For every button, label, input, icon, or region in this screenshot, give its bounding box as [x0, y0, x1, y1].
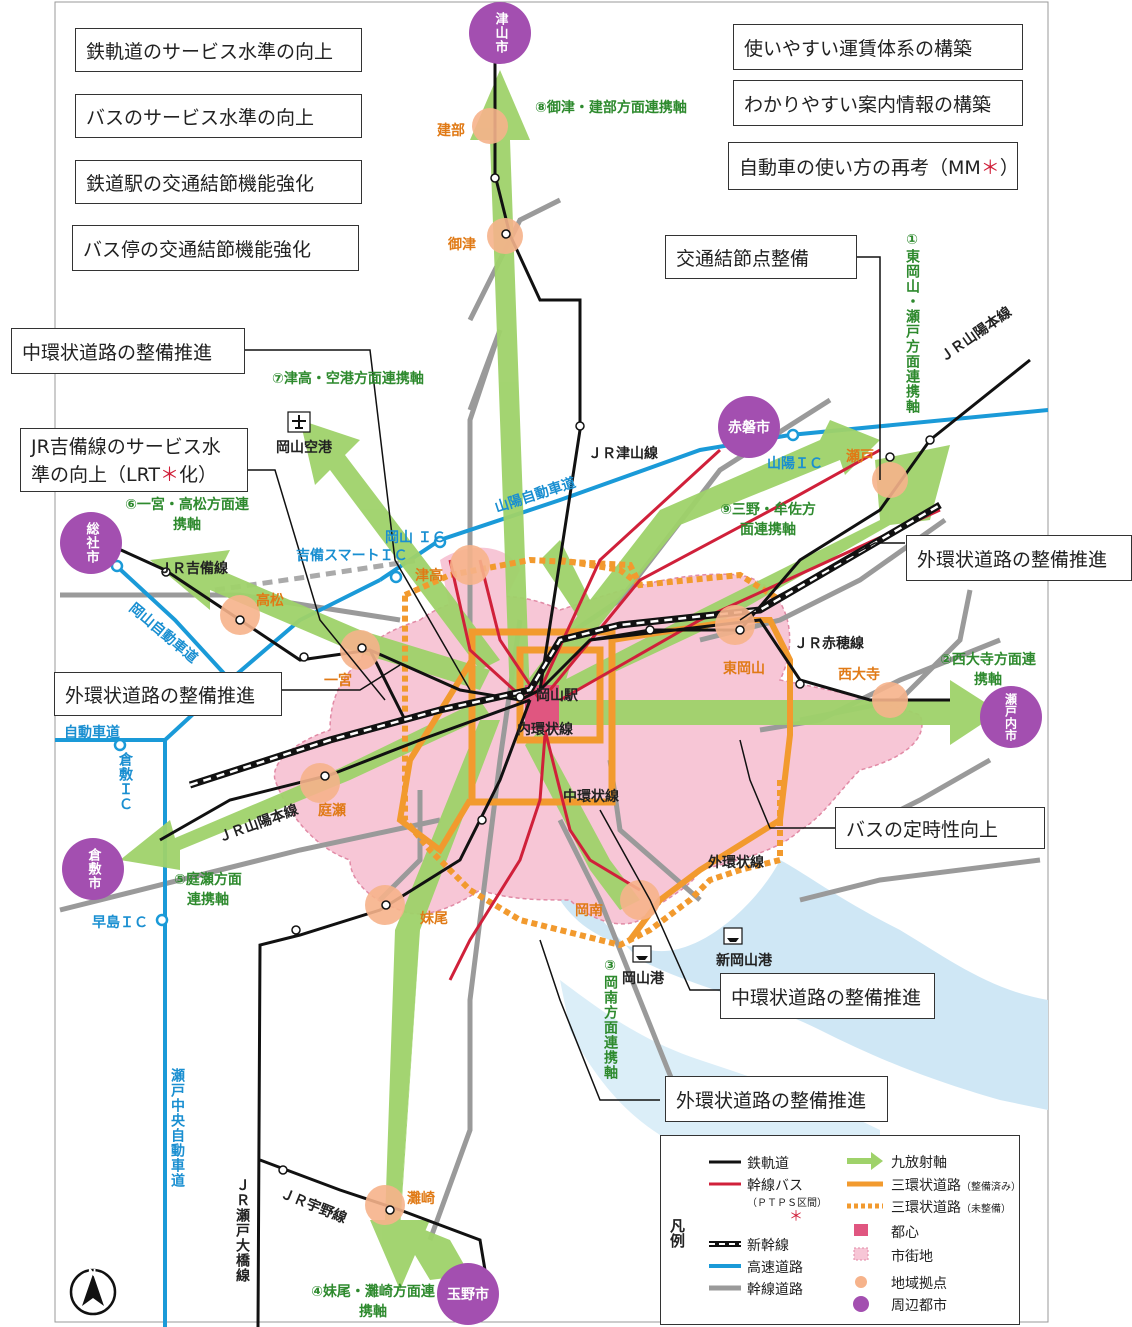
city-akaiwa: 赤磐市 [718, 396, 780, 458]
legend-urban-area: 市街地 [891, 1249, 933, 1265]
stations [161, 173, 935, 1215]
axis-label-6: ⑥一宮・高松方面連携軸 [125, 497, 249, 533]
middle-ring-built [468, 628, 616, 806]
axis-label-8: ⑧御津・建部方面連携軸 [535, 100, 687, 116]
hub-ichinomiya: 一宮 [324, 673, 352, 689]
city-setouchi: 瀬戸内市 [980, 686, 1042, 748]
hub-mitsu: 御津 [448, 237, 476, 253]
measure-guide-info: わかりやすい案内情報の構築 [733, 80, 1023, 126]
middle-ring-west [396, 658, 475, 855]
legend-symbols [709, 1152, 883, 1312]
measure-bus-stop-node: バス停の交通結節機能強化 [72, 225, 359, 271]
axis-label-4: ④妹尾・灘崎方面連携軸 [311, 1284, 435, 1320]
measure-outer-ring-2: 外環状道路の整備推進 [54, 672, 282, 716]
legend-center: 都心 [891, 1225, 919, 1241]
line-jr-kibi: ＪＲ吉備線 [158, 561, 228, 577]
legend-local-hub: 地域拠点 [891, 1276, 947, 1292]
measure-jr-kibi: JR吉備線のサービス水準の向上（LRT＊化） [20, 428, 248, 492]
measure-bus-punctuality: バスの定時性向上 [835, 807, 1045, 849]
north-arrow-icon [69, 1268, 117, 1316]
hub-nadasaki: 灘崎 [407, 1191, 435, 1207]
hub-konan: 岡南 [575, 903, 603, 919]
hub-tsudaka: 津高 [415, 568, 443, 584]
place-middle-ring: 中環状線 [563, 789, 619, 805]
measure-bus-service: バスのサービス水準の向上 [75, 94, 362, 138]
measure-node-dev: 交通結節点整備 [665, 235, 857, 279]
airport-icon [287, 411, 311, 433]
measure-middle-ring-2: 中環状道路の整備推進 [720, 973, 935, 1019]
line-jr-tsuyama: ＪＲ津山線 [588, 446, 658, 462]
place-okayama-ic: 岡山 ＩＣ [385, 530, 446, 546]
legend-ring-done: 三環状道路（整備済み） [891, 1178, 1021, 1194]
legend-railway: 鉄軌道 [747, 1156, 789, 1172]
port-icon [632, 945, 652, 963]
hub-takamatsu: 高松 [256, 593, 284, 609]
legend-trunk-bus-sub: （ＰＴＰＳ区間） [747, 1198, 827, 1209]
place-sanyo-ic: 山陽ＩＣ [767, 456, 823, 472]
legend-expressway: 高速道路 [747, 1260, 803, 1276]
line-expressway-left: 自動車道 [64, 725, 120, 741]
north-label: N [88, 1268, 97, 1279]
axis-label-2: ②西大寺方面連携軸 [940, 652, 1036, 688]
line-jr-seto-ohashi: ＪＲ瀬戸大橋線 [234, 1178, 250, 1283]
line-jr-ako: ＪＲ赤穂線 [794, 636, 864, 652]
interchanges [110, 428, 800, 927]
axis-label-9: ⑨三野・牟佐方面連携軸 [720, 502, 816, 538]
axis-label-7: ⑦津高・空港方面連携軸 [272, 371, 424, 387]
planned-road [214, 557, 421, 593]
place-okayama-station: 岡山駅 [536, 688, 578, 704]
place-new-okayama-port: 新岡山港 [716, 953, 772, 969]
axis-label-1: ①東岡山・瀬戸方面連携軸 [904, 232, 920, 414]
outer-ring-planned [402, 556, 783, 949]
legend-trunk-bus: 幹線バス [747, 1178, 803, 1194]
city-soja: 総社市 [60, 512, 122, 574]
measure-middle-ring-1: 中環状道路の整備推進 [11, 328, 245, 374]
outer-ring-north-planned [559, 557, 642, 588]
city-tamano: 玉野市 [437, 1263, 499, 1325]
legend: 凡例 鉄軌道 幹線バス （ＰＴＰＳ区間） ＊ 新幹線 高速道路 幹線道路 九放射… [660, 1135, 1021, 1325]
legend-nearby-city: 周辺都市 [891, 1298, 947, 1314]
place-hayashima-ic: 早島ＩＣ [92, 915, 148, 931]
measure-outer-ring-3: 外環状道路の整備推進 [665, 1076, 888, 1122]
measure-car-use: 自動車の使い方の再考（MM＊） [728, 142, 1019, 190]
place-kibi-smart-ic: 吉備スマートＩＣ [296, 548, 408, 564]
legend-trunk-bus-mark: ＊ [789, 1209, 803, 1225]
axis-label-3: ③岡南方面連携軸 [602, 958, 618, 1080]
line-seto-chuo: 瀬戸中央自動車道 [169, 1068, 185, 1188]
place-okayama-port: 岡山港 [622, 971, 664, 987]
legend-shinkansen: 新幹線 [747, 1238, 789, 1254]
hub-takebe: 建部 [437, 123, 465, 139]
callout-leaders [220, 256, 905, 1101]
hub-saidaiji: 西大寺 [838, 667, 880, 683]
hub-higashiokayama: 東岡山 [723, 661, 765, 677]
hub-seto: 瀬戸 [846, 449, 874, 465]
measure-station-node: 鉄道駅の交通結節機能強化 [75, 160, 362, 204]
city-tsuyama: 津山市 [469, 2, 531, 64]
new-port-icon [723, 927, 743, 945]
city-kurashiki: 倉敷市 [62, 838, 124, 900]
measure-outer-ring-1: 外環状道路の整備推進 [906, 535, 1132, 581]
place-okayama-airport: 岡山空港 [276, 440, 332, 456]
hub-niwase: 庭瀬 [318, 803, 346, 819]
place-inner-ring: 内環状線 [517, 722, 573, 738]
measure-fare-system: 使いやすい運賃体系の構築 [733, 24, 1023, 70]
hub-senoo: 妹尾 [420, 911, 448, 927]
place-kurashiki-ic: 倉敷ＩＣ [117, 752, 133, 812]
place-outer-ring: 外環状線 [708, 855, 764, 871]
legend-ring-plan: 三環状道路（未整備） [891, 1200, 1011, 1216]
axis-label-5: ⑤庭瀬方面連携軸 [174, 872, 242, 908]
legend-trunk-road: 幹線道路 [747, 1282, 803, 1298]
legend-radial-axis: 九放射軸 [891, 1155, 947, 1171]
measure-rail-service: 鉄軌道のサービス水準の向上 [75, 28, 362, 72]
legend-title: 凡例 [668, 1218, 686, 1248]
